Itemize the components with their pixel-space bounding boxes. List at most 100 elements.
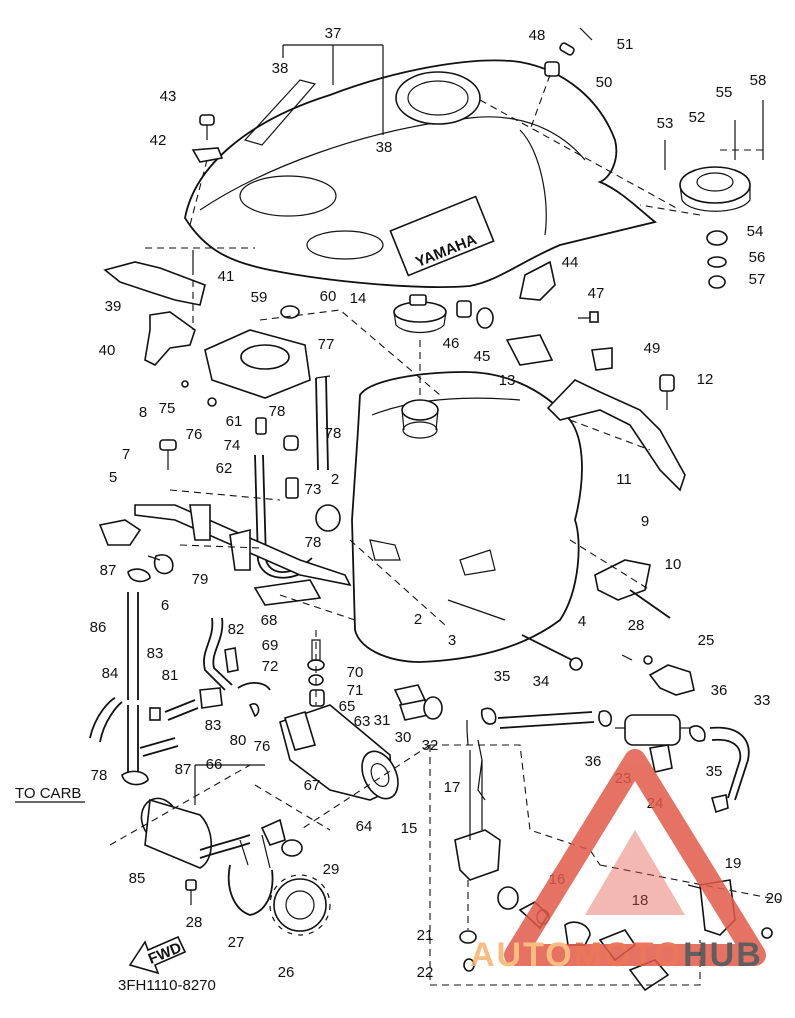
callout-44: 44 bbox=[562, 254, 579, 271]
hose-34 bbox=[480, 707, 613, 729]
callout-3: 3 bbox=[448, 632, 456, 649]
callout-81: 81 bbox=[162, 667, 179, 684]
callout-78: 78 bbox=[305, 534, 322, 551]
hose-77 bbox=[315, 375, 331, 471]
callout-55: 55 bbox=[716, 84, 733, 101]
callout-70: 70 bbox=[347, 664, 364, 681]
callout-86: 86 bbox=[90, 619, 107, 636]
callout-76: 76 bbox=[254, 738, 271, 755]
hose-33 bbox=[688, 725, 750, 801]
callout-38: 38 bbox=[376, 139, 393, 156]
callout-42: 42 bbox=[150, 132, 167, 149]
callout-75: 75 bbox=[159, 400, 176, 417]
filter-23 bbox=[615, 714, 690, 773]
watermark-triangle-icon bbox=[504, 749, 766, 966]
callout-2: 2 bbox=[331, 471, 339, 488]
callout-5: 5 bbox=[109, 469, 117, 486]
callout-28: 28 bbox=[628, 617, 645, 634]
callout-52: 52 bbox=[689, 109, 706, 126]
callout-64: 64 bbox=[356, 818, 373, 835]
callout-31: 31 bbox=[374, 712, 391, 729]
callout-74: 74 bbox=[224, 437, 241, 454]
callout-27: 27 bbox=[228, 934, 245, 951]
gear-26 bbox=[269, 874, 331, 936]
callout-63: 63 bbox=[354, 713, 371, 730]
fittings-30-32 bbox=[393, 684, 443, 721]
to-carb-label: TO CARB bbox=[15, 785, 81, 802]
tank-cap-14 bbox=[393, 294, 494, 395]
callout-22: 22 bbox=[417, 964, 434, 981]
grommet-29 bbox=[281, 839, 303, 857]
callout-53: 53 bbox=[657, 115, 674, 132]
callout-82: 82 bbox=[228, 621, 245, 638]
watermark-hub: HUB bbox=[683, 936, 763, 974]
to-carb-annotation: TO CARB bbox=[15, 785, 85, 803]
callout-4: 4 bbox=[578, 613, 586, 630]
callout-46: 46 bbox=[443, 335, 460, 352]
callout-40: 40 bbox=[99, 342, 116, 359]
callout-71: 71 bbox=[347, 682, 364, 699]
watermark-auto: AUTO bbox=[470, 936, 574, 974]
callout-43: 43 bbox=[160, 88, 177, 105]
callout-69: 69 bbox=[262, 637, 279, 654]
brackets-39-41 bbox=[103, 247, 255, 366]
callout-47: 47 bbox=[588, 285, 605, 302]
callout-59: 59 bbox=[251, 289, 268, 306]
callout-62: 62 bbox=[216, 460, 233, 477]
hose-84 bbox=[89, 697, 123, 743]
callout-33: 33 bbox=[754, 692, 771, 709]
watermark-moto: MOTO bbox=[574, 936, 683, 974]
screws-48-51 bbox=[529, 27, 593, 131]
callout-83: 83 bbox=[205, 717, 222, 734]
callout-17: 17 bbox=[444, 779, 461, 796]
hoses-left bbox=[121, 554, 174, 786]
callout-29: 29 bbox=[323, 861, 340, 878]
callout-25: 25 bbox=[698, 632, 715, 649]
fuel-cock-15 bbox=[429, 720, 610, 986]
bracket-25 bbox=[621, 654, 695, 696]
hoses-79-83 bbox=[139, 617, 271, 757]
callout-80: 80 bbox=[230, 732, 247, 749]
canister-59 bbox=[204, 305, 311, 399]
svg-text:AUTOMOTOHUB: AUTOMOTOHUB bbox=[470, 936, 763, 974]
bolts-42-43 bbox=[189, 114, 224, 226]
callout-36: 36 bbox=[585, 753, 602, 770]
clamp-27 bbox=[227, 818, 286, 916]
callout-87: 87 bbox=[100, 562, 117, 579]
callout-35: 35 bbox=[494, 668, 511, 685]
callout-68: 68 bbox=[261, 612, 278, 629]
callout-11: 11 bbox=[616, 471, 632, 488]
callout-2: 2 bbox=[414, 611, 422, 628]
callout-34: 34 bbox=[533, 673, 550, 690]
callout-65: 65 bbox=[339, 698, 356, 715]
bolt-28 bbox=[185, 879, 197, 905]
callout-67: 67 bbox=[304, 777, 321, 794]
callout-7: 7 bbox=[122, 446, 130, 463]
callout-9: 9 bbox=[641, 513, 649, 530]
callout-36: 36 bbox=[711, 682, 728, 699]
callout-56: 56 bbox=[749, 249, 766, 266]
callout-83: 83 bbox=[147, 645, 164, 662]
callout-54: 54 bbox=[747, 223, 764, 240]
bracket-9-10 bbox=[594, 559, 671, 619]
callout-77: 77 bbox=[318, 336, 335, 353]
watermark-logo: AUTOMOTOHUB bbox=[470, 749, 766, 974]
callout-28: 28 bbox=[186, 914, 203, 931]
fwd-arrow: FWD bbox=[128, 935, 187, 975]
callout-73: 73 bbox=[305, 481, 322, 498]
callout-78: 78 bbox=[269, 403, 286, 420]
fuel-cap-assembly bbox=[479, 99, 765, 289]
callout-18: 18 bbox=[632, 892, 649, 909]
callout-78: 78 bbox=[325, 425, 342, 442]
callout-6: 6 bbox=[161, 597, 169, 614]
callout-49: 49 bbox=[644, 340, 661, 357]
callout-15: 15 bbox=[401, 820, 418, 837]
callout-87: 87 bbox=[175, 761, 192, 778]
callout-13: 13 bbox=[499, 372, 516, 389]
callout-37: 37 bbox=[325, 25, 342, 42]
fuel-filter-85 bbox=[140, 764, 265, 869]
watermark-inner-icon bbox=[585, 830, 685, 915]
callout-14: 14 bbox=[350, 290, 367, 307]
callout-48: 48 bbox=[529, 27, 546, 44]
